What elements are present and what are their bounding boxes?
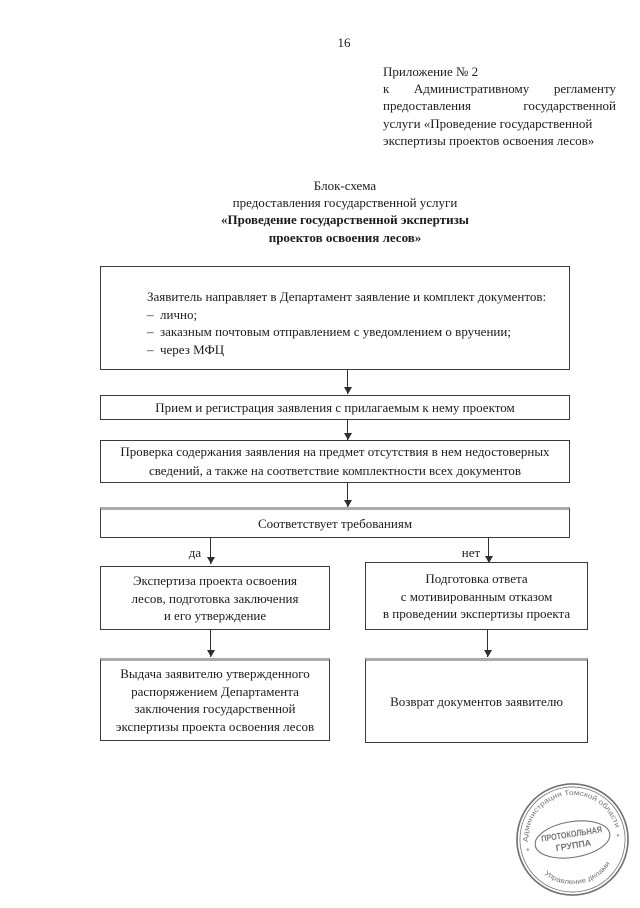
refusal-line: с мотивированным отказом	[400, 588, 553, 604]
submission-intro: Заявитель направляет в Департамент заявл…	[147, 289, 547, 304]
issue-line: Выдача заявителю утвержденного	[120, 666, 310, 681]
list-dash: –	[147, 341, 154, 357]
title-line: проектов освоения лесов»	[268, 229, 422, 245]
branch-label-no: нет	[461, 545, 481, 560]
arrow-down-icon	[343, 483, 352, 507]
flowchart-box-issue-conclusion: Выдача заявителю утвержденного распоряже…	[100, 658, 330, 741]
annex-line: Приложение № 2	[383, 64, 479, 79]
issue-line: экспертизы проекта освоения лесов	[115, 718, 315, 734]
check-line: сведений, а также на соответствие компле…	[148, 462, 522, 478]
annex-header: Приложение № 2 к Административному регла…	[383, 63, 616, 149]
submission-item-text: лично;	[160, 306, 198, 322]
list-dash: –	[147, 324, 154, 339]
arrow-down-icon	[206, 538, 215, 564]
stamp-center-oval	[534, 820, 611, 859]
expertise-line: Экспертиза проекта освоения	[132, 573, 298, 588]
expertise-line: лесов, подготовка заключения	[131, 590, 299, 606]
refusal-line: Подготовка ответа	[425, 571, 528, 586]
submission-item: – лично;	[147, 306, 561, 324]
arrow-down-icon	[206, 630, 215, 657]
arrow-down-icon	[343, 420, 352, 440]
stamp-outer-ring	[516, 783, 629, 896]
expertise-line: и его утверждение	[163, 608, 267, 623]
flowchart-box-submission: Заявитель направляет в Департамент заявл…	[100, 266, 570, 370]
annex-line: предоставления государственной	[383, 98, 616, 114]
decision-text: Соответствует требованиям	[257, 515, 413, 531]
title-line: предоставления государственной услуги	[232, 195, 458, 211]
issue-line: распоряжением Департамента	[131, 683, 299, 699]
arrow-down-icon	[483, 630, 492, 657]
flowchart-box-return-documents: Возврат документов заявителю	[365, 658, 588, 743]
flowchart-box-refusal: Подготовка ответа с мотивированным отказ…	[365, 562, 588, 630]
flowchart-box-registration: Прием и регистрация заявления с прилагае…	[100, 395, 570, 420]
flowchart-box-decision: Соответствует требованиям	[100, 507, 570, 538]
submission-item-text: через МФЦ	[160, 341, 225, 357]
registration-text: Прием и регистрация заявления с прилагае…	[155, 399, 515, 415]
check-line: Проверка содержания заявления на предмет…	[120, 444, 550, 459]
page-number: 16	[337, 35, 351, 50]
document-title: Блок-схема предоставления государственно…	[95, 177, 595, 246]
stamp-separator-star-left: *	[526, 846, 530, 855]
stamp-separator-star-right: *	[616, 832, 620, 841]
branch-label-yes: да	[188, 545, 202, 560]
refusal-line: в проведении экспертизы проекта	[382, 606, 571, 621]
round-stamp: Администрация Томской области Управление…	[516, 783, 629, 896]
issue-line: заключения государственной	[134, 701, 296, 716]
flowchart-box-check: Проверка содержания заявления на предмет…	[100, 440, 570, 483]
arrow-down-icon	[343, 370, 352, 394]
return-text: Возврат документов заявителю	[390, 693, 563, 709]
title-line: Блок-схема	[313, 178, 377, 193]
flowchart-box-expertise: Экспертиза проекта освоения лесов, подго…	[100, 566, 330, 630]
list-dash: –	[147, 306, 154, 322]
submission-item: – через МФЦ	[147, 341, 561, 359]
annex-line: экспертизы проектов освоения лесов»	[383, 132, 595, 148]
annex-line: к Административному регламенту	[383, 81, 616, 97]
arrow-down-icon	[484, 538, 493, 563]
annex-line: услуги «Проведение государственной	[383, 115, 593, 131]
submission-item: – заказным почтовым отправлением с уведо…	[147, 323, 561, 341]
title-line: «Проведение государственной экспертизы	[221, 212, 469, 228]
submission-item-text: заказным почтовым отправлением с уведомл…	[160, 324, 511, 339]
stamp-inner-ring	[519, 786, 626, 893]
